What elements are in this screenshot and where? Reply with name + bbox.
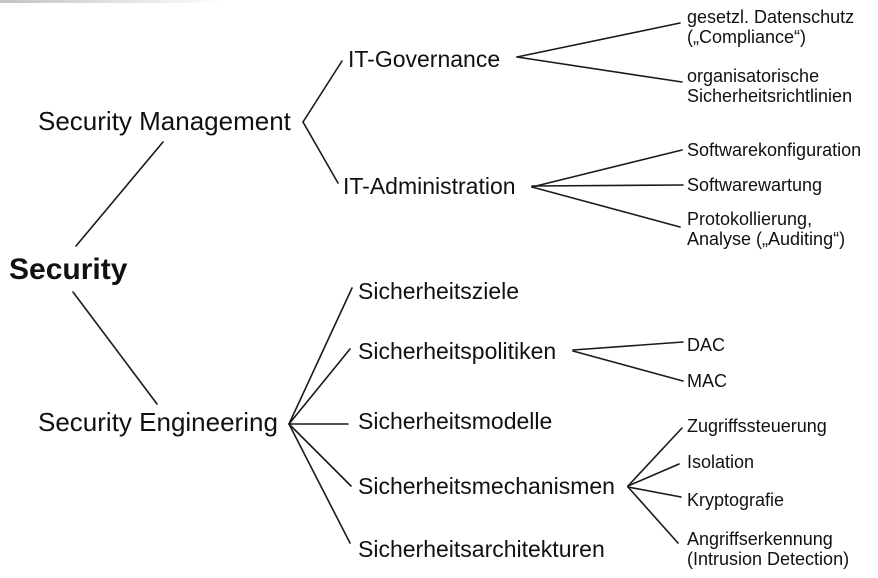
window-edge-artifact xyxy=(0,0,228,3)
node-sicherheitsziele: Sicherheitsziele xyxy=(358,278,520,304)
leaf-line: Protokollierung, xyxy=(687,209,813,229)
edge-administration-to-softwarewartung xyxy=(531,184,684,187)
leaf-line: (Intrusion Detection) xyxy=(687,549,850,569)
edge-engineering-to-ziele xyxy=(288,287,353,425)
leaf-isolation: Isolation xyxy=(687,452,755,472)
edge-politiken-to-mac xyxy=(572,350,684,382)
edge-root-to-management xyxy=(75,141,164,247)
node-security-root: Security xyxy=(9,253,128,286)
edge-mechanismen-to-zugriffssteuerung xyxy=(627,427,683,487)
leaf-line: organisatorische xyxy=(687,66,820,86)
node-it-administration: IT-Administration xyxy=(343,173,516,199)
leaf-softwarewartung: Softwarewartung xyxy=(687,175,823,195)
leaf-line: gesetzl. Datenschutz xyxy=(687,7,855,27)
node-security-management: Security Management xyxy=(38,106,291,136)
leaf-dac: DAC xyxy=(687,335,726,355)
leaf-line: („Compliance“) xyxy=(687,27,807,47)
edge-engineering-to-mechanismen xyxy=(288,423,352,487)
leaf-angriffserkennung: Angriffserkennung (Intrusion Detection) xyxy=(687,529,849,569)
node-sicherheitsarchitekturen: Sicherheitsarchitekturen xyxy=(358,536,605,562)
leaf-organisatorische-richtlinien: organisatorische Sicherheitsrichtlinien xyxy=(687,66,852,106)
edge-administration-to-protokollierung xyxy=(531,186,681,228)
edge-politiken-to-dac xyxy=(572,341,684,351)
edge-management-to-governance xyxy=(302,60,343,123)
leaf-zugriffssteuerung: Zugriffssteuerung xyxy=(687,416,827,436)
leaf-softwarekonfiguration: Softwarekonfiguration xyxy=(687,140,862,160)
leaf-protokollierung-analyse: Protokollierung, Analyse („Auditing“) xyxy=(687,209,845,249)
edge-governance-to-datenschutz xyxy=(516,22,681,58)
leaf-line: Angriffserkennung xyxy=(687,529,833,549)
edge-administration-to-softwarekonfiguration xyxy=(531,149,683,188)
leaf-gesetzl-datenschutz: gesetzl. Datenschutz („Compliance“) xyxy=(687,7,854,47)
node-sicherheitsmechanismen: Sicherheitsmechanismen xyxy=(358,473,615,499)
node-sicherheitsmodelle: Sicherheitsmodelle xyxy=(358,408,553,434)
edge-mechanismen-to-kryptografie xyxy=(627,486,682,498)
edge-mechanismen-to-isolation xyxy=(627,463,680,487)
edge-engineering-to-architekturen xyxy=(288,423,351,544)
node-security-engineering: Security Engineering xyxy=(38,407,278,437)
edge-mechanismen-to-angriffserkennung xyxy=(627,486,679,544)
edge-management-to-administration xyxy=(302,121,339,184)
leaf-kryptografie: Kryptografie xyxy=(687,490,785,510)
leaf-line: Sicherheitsrichtlinien xyxy=(687,86,853,106)
edge-engineering-to-politiken xyxy=(288,348,351,425)
node-it-governance: IT-Governance xyxy=(348,46,501,72)
edge-governance-to-richtlinien xyxy=(516,56,683,83)
leaf-line: Analyse („Auditing“) xyxy=(687,229,846,249)
node-sicherheitspolitiken: Sicherheitspolitiken xyxy=(358,338,557,364)
leaf-mac: MAC xyxy=(687,371,727,391)
edge-root-to-engineering xyxy=(72,291,158,405)
